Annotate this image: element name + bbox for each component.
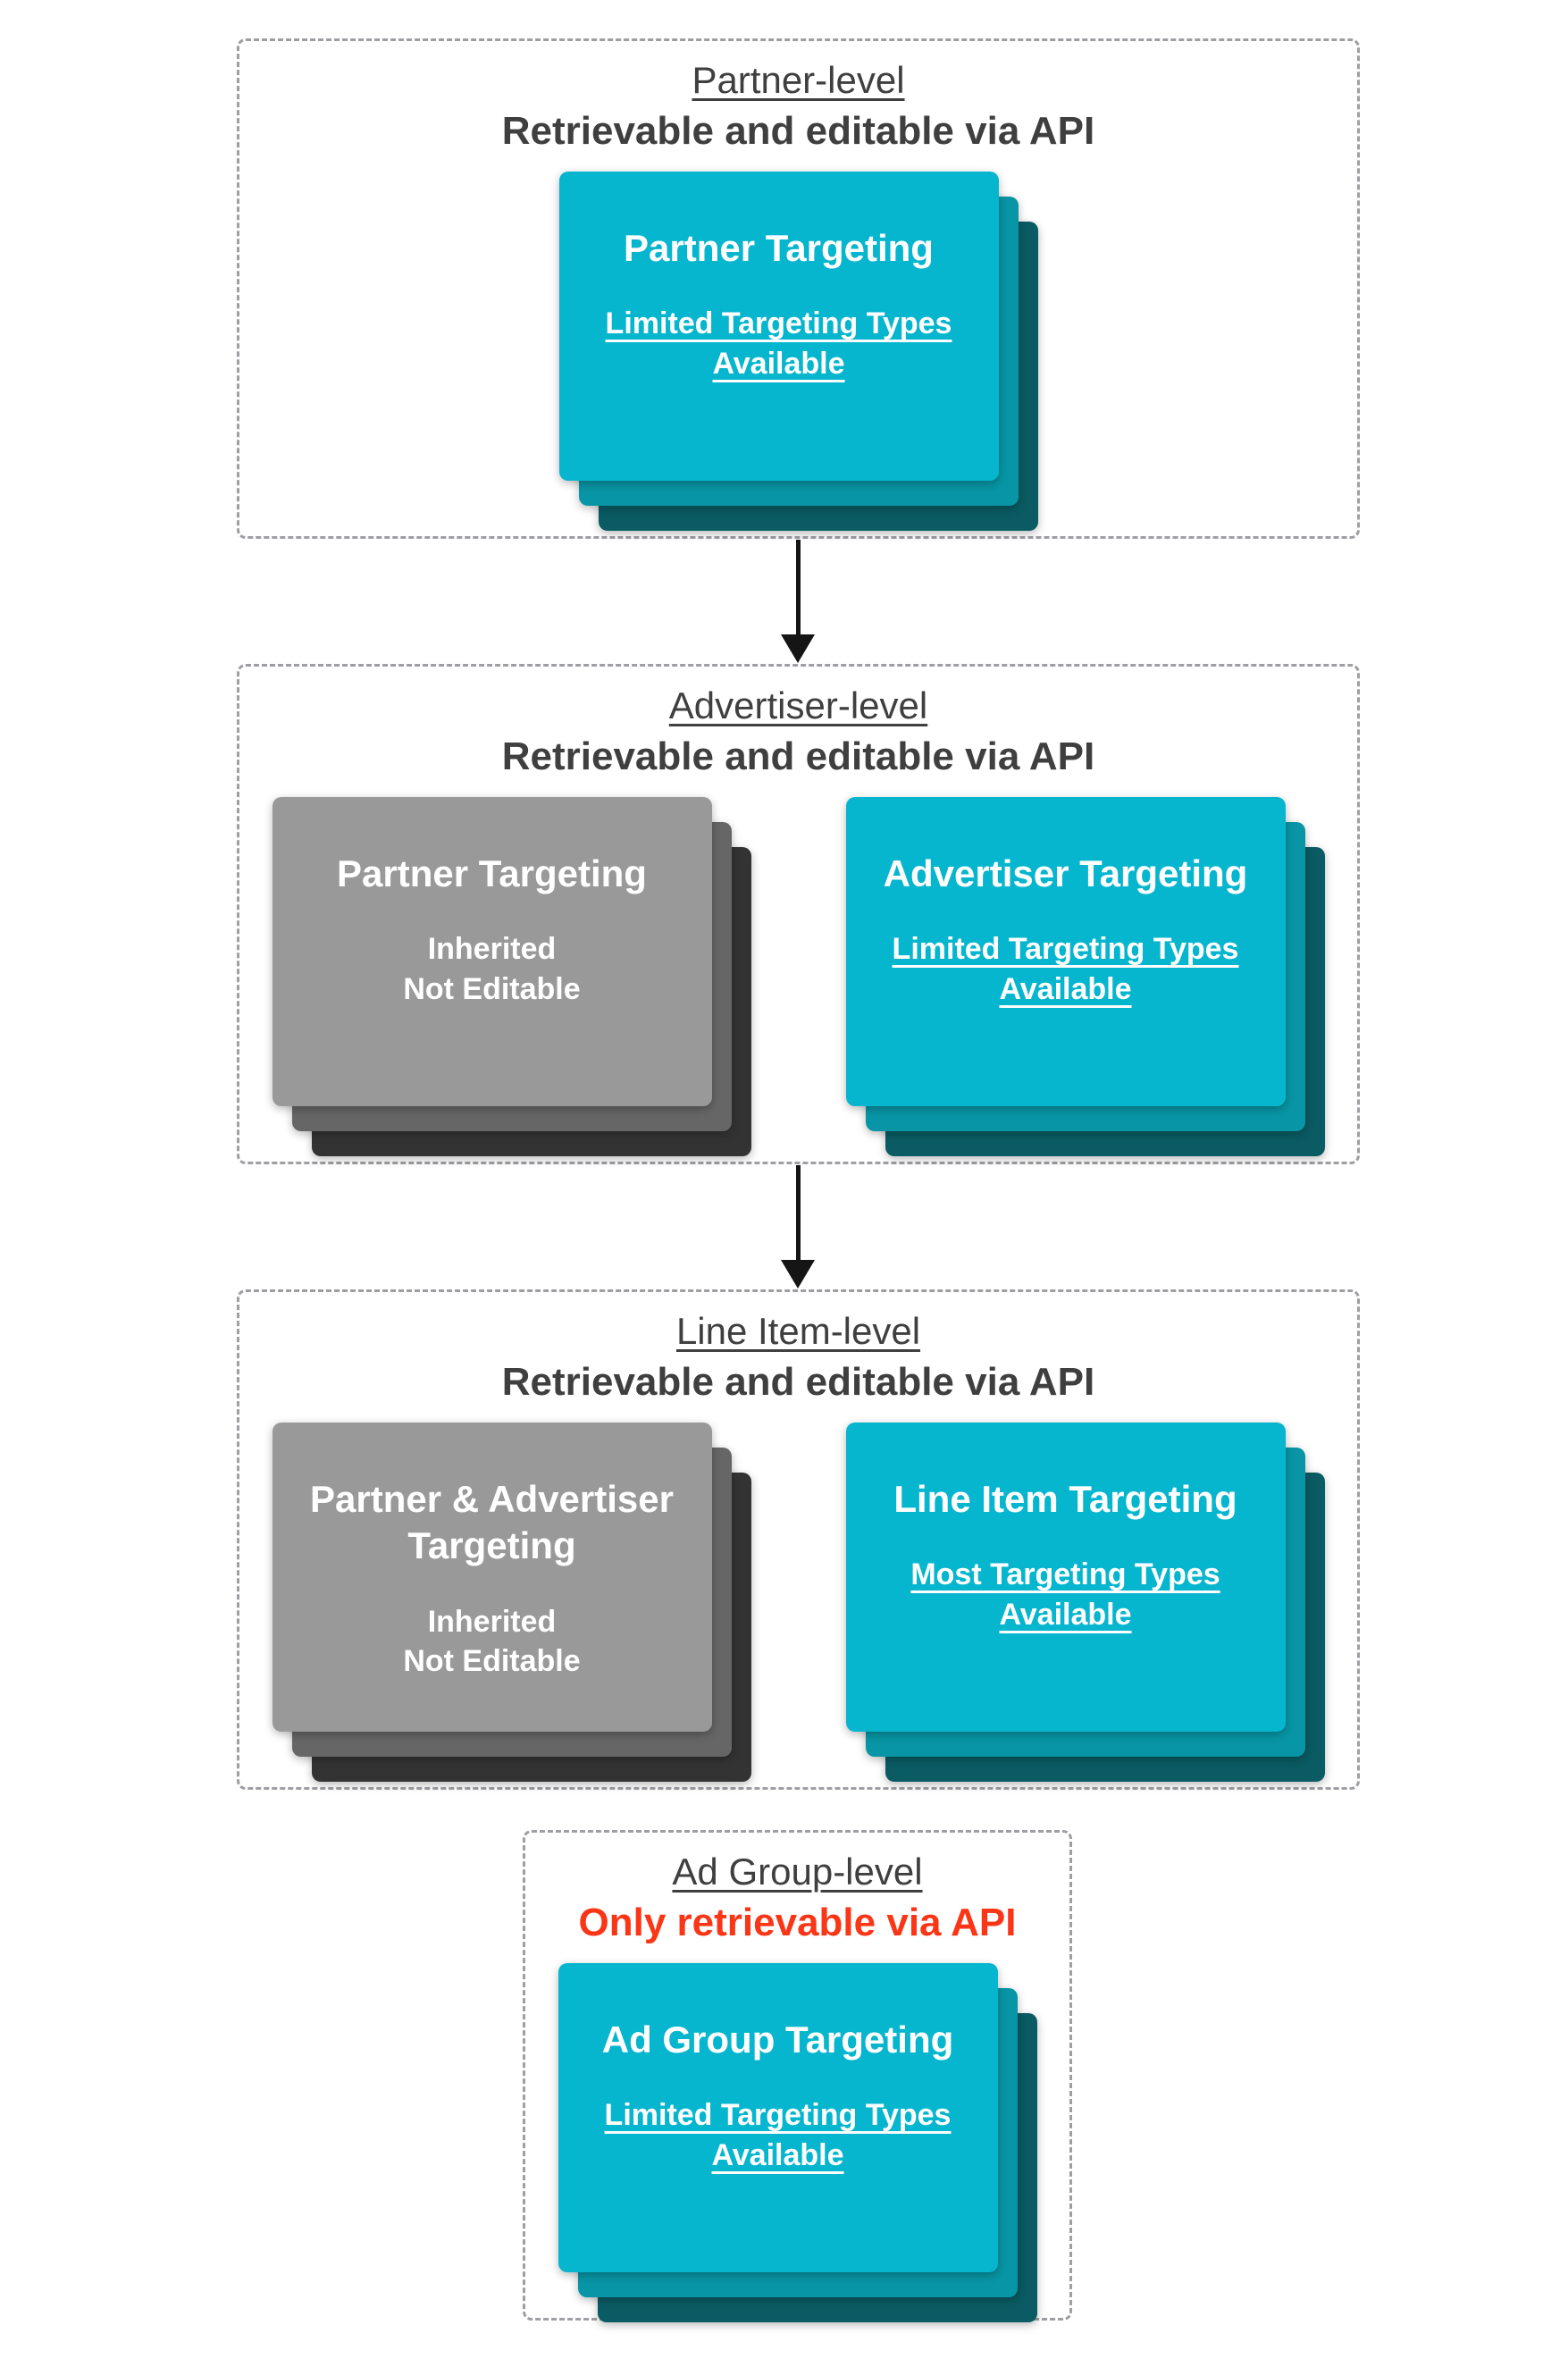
card-body-line: Most Targeting Types <box>910 1557 1220 1591</box>
card-body-line: Inherited <box>427 1604 557 1639</box>
arrow-shaft <box>795 540 801 634</box>
arrow-down-icon <box>781 1260 815 1288</box>
card-content: Line Item Targeting Most Targeting Types… <box>846 1423 1286 1732</box>
flow-arrow-partner-to-advertiser <box>780 540 816 663</box>
section-subtitle: Retrievable and editable via API <box>501 108 1095 153</box>
card-layer-front <box>845 1422 1286 1732</box>
section-subtitle: Retrievable and editable via API <box>501 734 1095 778</box>
card-body-line: Limited Targeting Types <box>604 2098 952 2132</box>
arrow-shaft <box>795 1165 801 1260</box>
section-advertiser-level: Advertiser-level Retrievable and editabl… <box>237 664 1360 1164</box>
teal-targeting-card-stack: Partner Targeting Limited Targeting Type… <box>558 171 1038 531</box>
card-body-line: Not Editable <box>403 1644 581 1679</box>
section-line-item-level: Line Item-level Retrievable and editable… <box>237 1289 1360 1790</box>
card-body-line: Limited Targeting Types <box>892 932 1239 966</box>
card-layer-front <box>272 796 712 1106</box>
section-title-text: Ad Group-level <box>672 1851 923 1893</box>
section-title: Advertiser-level <box>239 683 1357 730</box>
card-body-line: Available <box>999 1597 1132 1632</box>
section-title-text: Advertiser-level <box>668 684 928 726</box>
cards-row: Ad Group Targeting Limited Targeting Typ… <box>525 1962 1069 2322</box>
card-title: Line Item Targeting <box>893 1477 1237 1520</box>
arrow-down-icon <box>781 634 815 663</box>
card-body-line: Available <box>712 346 845 381</box>
section-partner-level: Partner-level Retrievable and editable v… <box>237 38 1360 539</box>
card-title: Ad Group Targeting <box>601 2018 954 2061</box>
section-subtitle: Retrievable and editable via API <box>501 1359 1095 1404</box>
section-title: Partner-level <box>239 57 1357 105</box>
section-subtitle: Only retrievable via API <box>578 1900 1017 1944</box>
teal-targeting-card-stack: Advertiser Targeting Limited Targeting T… <box>845 796 1325 1156</box>
section-ad-group-level: Ad Group-level Only retrievable via API … <box>523 1830 1072 2322</box>
card-content: Partner & Advertiser Targeting Inherited… <box>273 1423 712 1732</box>
card-body-line: Available <box>999 971 1132 1006</box>
cards-row: Partner & Advertiser Targeting Inherited… <box>239 1422 1357 1782</box>
gray-targeting-card-stack: Partner & Advertiser Targeting Inherited… <box>272 1422 751 1782</box>
section-title: Line Item-level <box>239 1308 1357 1356</box>
card-title: Partner & Advertiser Targeting <box>310 1477 674 1567</box>
cards-row: Partner Targeting Limited Targeting Type… <box>239 171 1357 531</box>
card-layer-front <box>558 171 999 481</box>
card-body-line: Inherited <box>427 932 557 966</box>
card-title: Partner Targeting <box>337 852 647 894</box>
card-layer-front <box>272 1422 712 1732</box>
card-title: Advertiser Targeting <box>883 852 1248 894</box>
section-title-text: Line Item-level <box>675 1310 921 1352</box>
card-title: Partner Targeting <box>624 226 934 269</box>
card-layer-front <box>558 1962 998 2272</box>
card-content: Partner Targeting Limited Targeting Type… <box>559 172 999 481</box>
section-title: Ad Group-level <box>525 1849 1069 1896</box>
card-layer-front <box>845 796 1286 1106</box>
flow-arrow-advertiser-to-line-item <box>780 1165 816 1288</box>
card-body-line: Not Editable <box>403 971 581 1006</box>
teal-targeting-card-stack: Ad Group Targeting Limited Targeting Typ… <box>558 1962 1037 2322</box>
section-title-text: Partner-level <box>692 59 905 101</box>
card-content: Ad Group Targeting Limited Targeting Typ… <box>558 1963 998 2272</box>
card-body-line: Limited Targeting Types <box>605 306 952 340</box>
card-content: Advertiser Targeting Limited Targeting T… <box>846 797 1286 1106</box>
teal-targeting-card-stack: Line Item Targeting Most Targeting Types… <box>845 1422 1325 1782</box>
card-body-line: Available <box>711 2137 844 2172</box>
